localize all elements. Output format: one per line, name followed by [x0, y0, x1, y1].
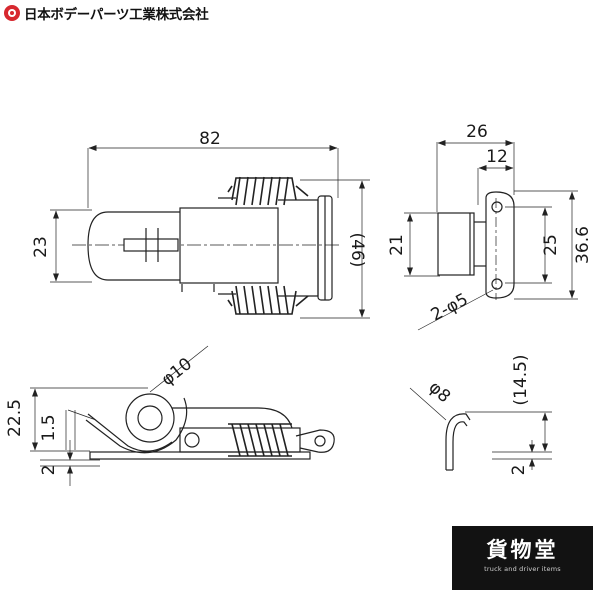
brand-name: 日本ボデーパーツ工業株式会社 [24, 7, 209, 23]
dim-lever-height: 22.5 [5, 399, 25, 437]
hook-view [409, 387, 552, 471]
dim-lever-offset: 1.5 [39, 414, 59, 441]
dim-hook-dia: φ8 [424, 377, 454, 407]
dim-side-inner: 12 [486, 147, 508, 167]
dim-top-length: 82 [199, 129, 221, 149]
dim-hook-height: (14.5) [511, 354, 531, 405]
dim-side-height: 21 [387, 234, 407, 256]
dim-overall-height: 36.6 [573, 226, 593, 264]
shop-name: 貨物堂 [486, 538, 559, 562]
dim-hook-thickness: 2 [509, 465, 529, 476]
shop-tagline: truck and driver items [484, 565, 561, 573]
dim-holes: 2-φ5 [428, 290, 472, 326]
dim-hole-pitch: 25 [541, 234, 561, 256]
dim-roller-dia: φ10 [158, 354, 196, 390]
shop-logo: 貨物堂 truck and driver items [452, 526, 593, 590]
brand-logo-icon [4, 5, 20, 21]
brand-header: 日本ボデーパーツ工業株式会社 [4, 3, 209, 23]
dim-top-span: (46) [347, 233, 367, 268]
front-view [30, 345, 335, 486]
dim-side-width: 26 [466, 122, 488, 142]
side-view [404, 140, 578, 331]
top-view [50, 145, 370, 319]
dim-base-thickness: 2 [39, 465, 59, 476]
dim-top-height: 23 [31, 236, 51, 258]
